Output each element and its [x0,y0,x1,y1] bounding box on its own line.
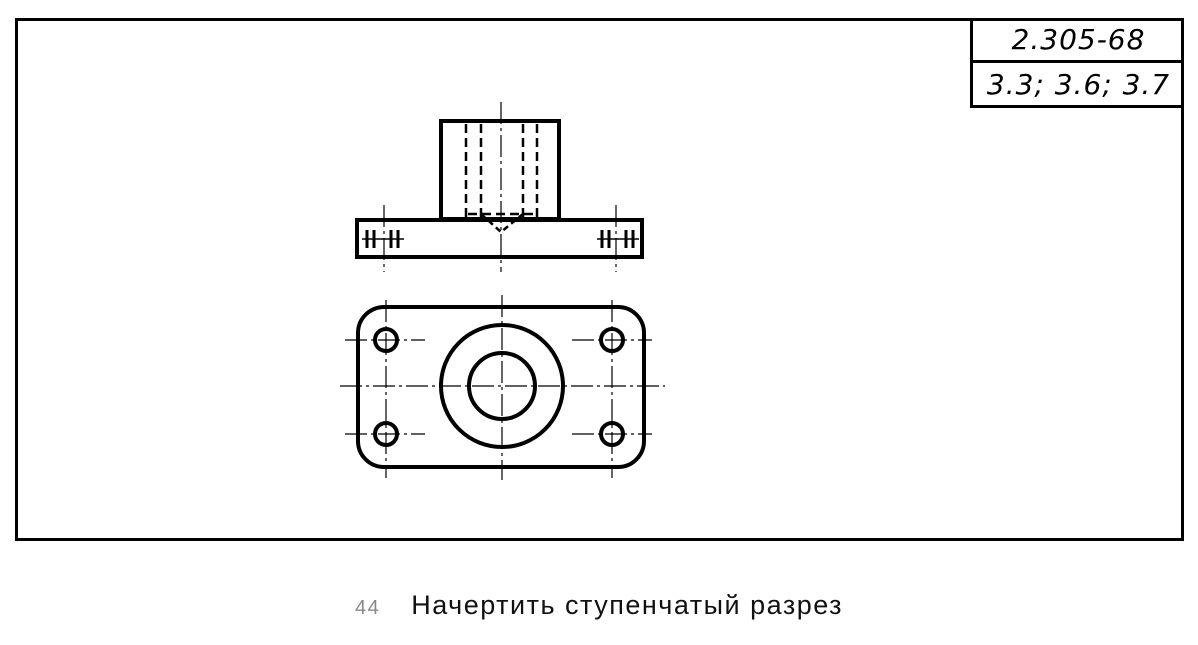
flange-outline [355,218,644,259]
standard-stamp: 2.305-68 3.3; 3.6; 3.7 [970,18,1184,108]
top-view [340,295,665,480]
figure-number: 44 [354,597,381,619]
figure-caption-text: Начертить ступенчатый разрез [411,590,844,620]
hidden-hole-left [362,230,404,248]
boss-outline [439,119,561,221]
base-plate-outline [356,305,646,469]
stamp-clauses: 3.3; 3.6; 3.7 [986,67,1171,101]
hidden-hole-right [597,230,639,248]
drill-point [480,213,524,234]
drawing-frame [15,18,1184,541]
front-center-lines [383,102,617,272]
top-center-lines [340,295,665,480]
bore-circle [467,351,537,421]
figure-caption: 44 Начертить ступенчатый разрез [0,590,1198,621]
stamp-standard-number: 2.305-68 [973,18,1184,63]
front-view [355,102,644,272]
